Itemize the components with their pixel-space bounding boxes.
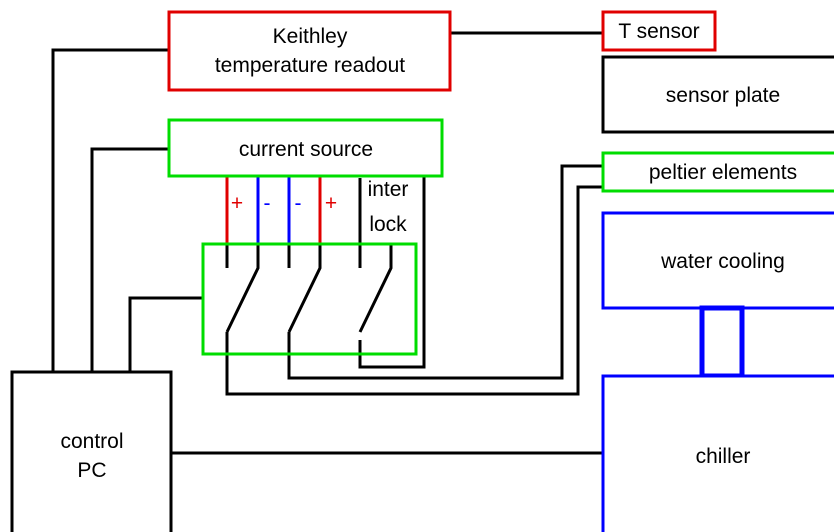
wire-relay-peltier-outer [225, 185, 603, 396]
water-cooling-box [601, 211, 834, 310]
control-pc-label-line1: control [60, 430, 123, 453]
wire-pc-keithley [51, 48, 169, 372]
interlock-label-line1: inter [368, 178, 409, 201]
relay-box [201, 242, 418, 356]
chiller-box [601, 374, 834, 532]
current-source-box [167, 118, 444, 178]
keithley-box [167, 10, 452, 92]
peltier-box [601, 151, 834, 193]
interlock-label-line2: lock [369, 213, 407, 236]
terminal-plus-2: + [325, 192, 337, 215]
wire-relay-peltier-inner [287, 164, 603, 380]
relay-switch-3 [358, 244, 393, 333]
sensor-plate-box [601, 55, 834, 134]
control-pc-box [10, 370, 173, 532]
t-sensor-label: T sensor [618, 20, 699, 43]
wire-pc-current-source [90, 147, 169, 372]
chiller-label: chiller [696, 445, 751, 468]
relay-switch-1 [225, 244, 260, 333]
peltier-label: peltier elements [649, 161, 797, 184]
relay-switch-2 [287, 244, 322, 333]
terminal-plus-1: + [231, 192, 243, 215]
terminal-minus-1: - [264, 192, 271, 215]
cooling-pipes [699, 305, 745, 379]
t-sensor-box [601, 10, 717, 52]
control-pc-label-line2: PC [77, 459, 106, 482]
keithley-label-line1: Keithley [273, 25, 348, 48]
keithley-label-line2: temperature readout [215, 54, 405, 77]
terminal-minus-2: - [295, 192, 302, 215]
water-cooling-label: water cooling [660, 250, 785, 273]
wires [51, 31, 603, 455]
current-source-label: current source [239, 138, 373, 161]
wire-pc-relay [128, 296, 203, 372]
wire-interlock-loop [358, 176, 426, 369]
sensor-plate-label: sensor plate [666, 84, 780, 107]
